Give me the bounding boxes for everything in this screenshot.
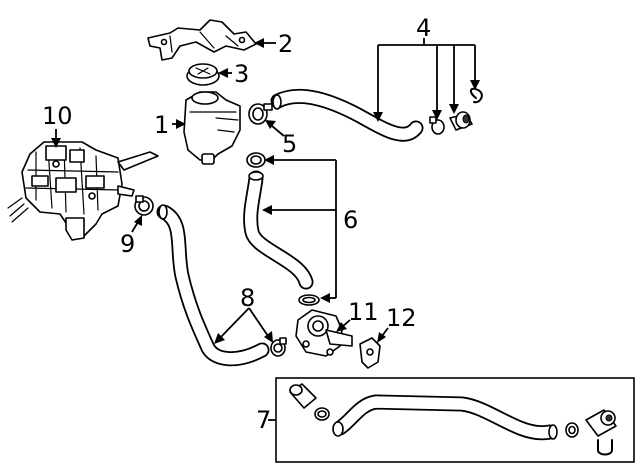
callout-3: 3 — [234, 60, 249, 88]
callout-11: 11 — [348, 298, 379, 326]
callout-7: 7 — [256, 406, 271, 434]
bracket-icon — [359, 337, 381, 369]
callout-4: 4 — [416, 14, 431, 42]
callout-3-leader — [218, 68, 232, 78]
callout-1: 1 — [154, 111, 169, 139]
callout-8: 8 — [240, 284, 255, 312]
callout-10-leader — [51, 129, 61, 148]
callout-8-leader — [214, 307, 273, 344]
callout-9-leader — [131, 215, 142, 233]
hose-assembly-icon — [156, 204, 287, 367]
callout-9: 9 — [120, 230, 135, 258]
callout-10: 10 — [42, 102, 73, 130]
mounting-bracket-icon — [147, 19, 257, 61]
inverter-module-icon — [7, 141, 159, 241]
hose-assembly-icon — [270, 87, 483, 142]
callout-5-leader — [265, 120, 285, 137]
callout-1-leader — [172, 119, 186, 129]
reservoir-cap-icon — [186, 63, 220, 86]
callout-5: 5 — [282, 130, 297, 158]
callout-4-leader — [373, 38, 480, 122]
hose-clamp-icon — [134, 195, 154, 216]
callout-6-leader — [262, 155, 337, 303]
hose-assembly-icon — [243, 152, 320, 306]
callout-2: 2 — [278, 30, 293, 58]
coolant-reservoir-icon — [183, 91, 241, 165]
hose-assembly-icon — [289, 383, 617, 456]
callout-11-leader — [336, 319, 351, 332]
callout-2-leader — [254, 38, 276, 48]
callout-6: 6 — [343, 206, 358, 234]
part-7-box — [275, 377, 635, 463]
water-pump-icon — [295, 309, 353, 357]
callout-12-leader — [377, 327, 389, 343]
callout-12: 12 — [386, 304, 417, 332]
hose-clamp-icon — [248, 103, 273, 125]
